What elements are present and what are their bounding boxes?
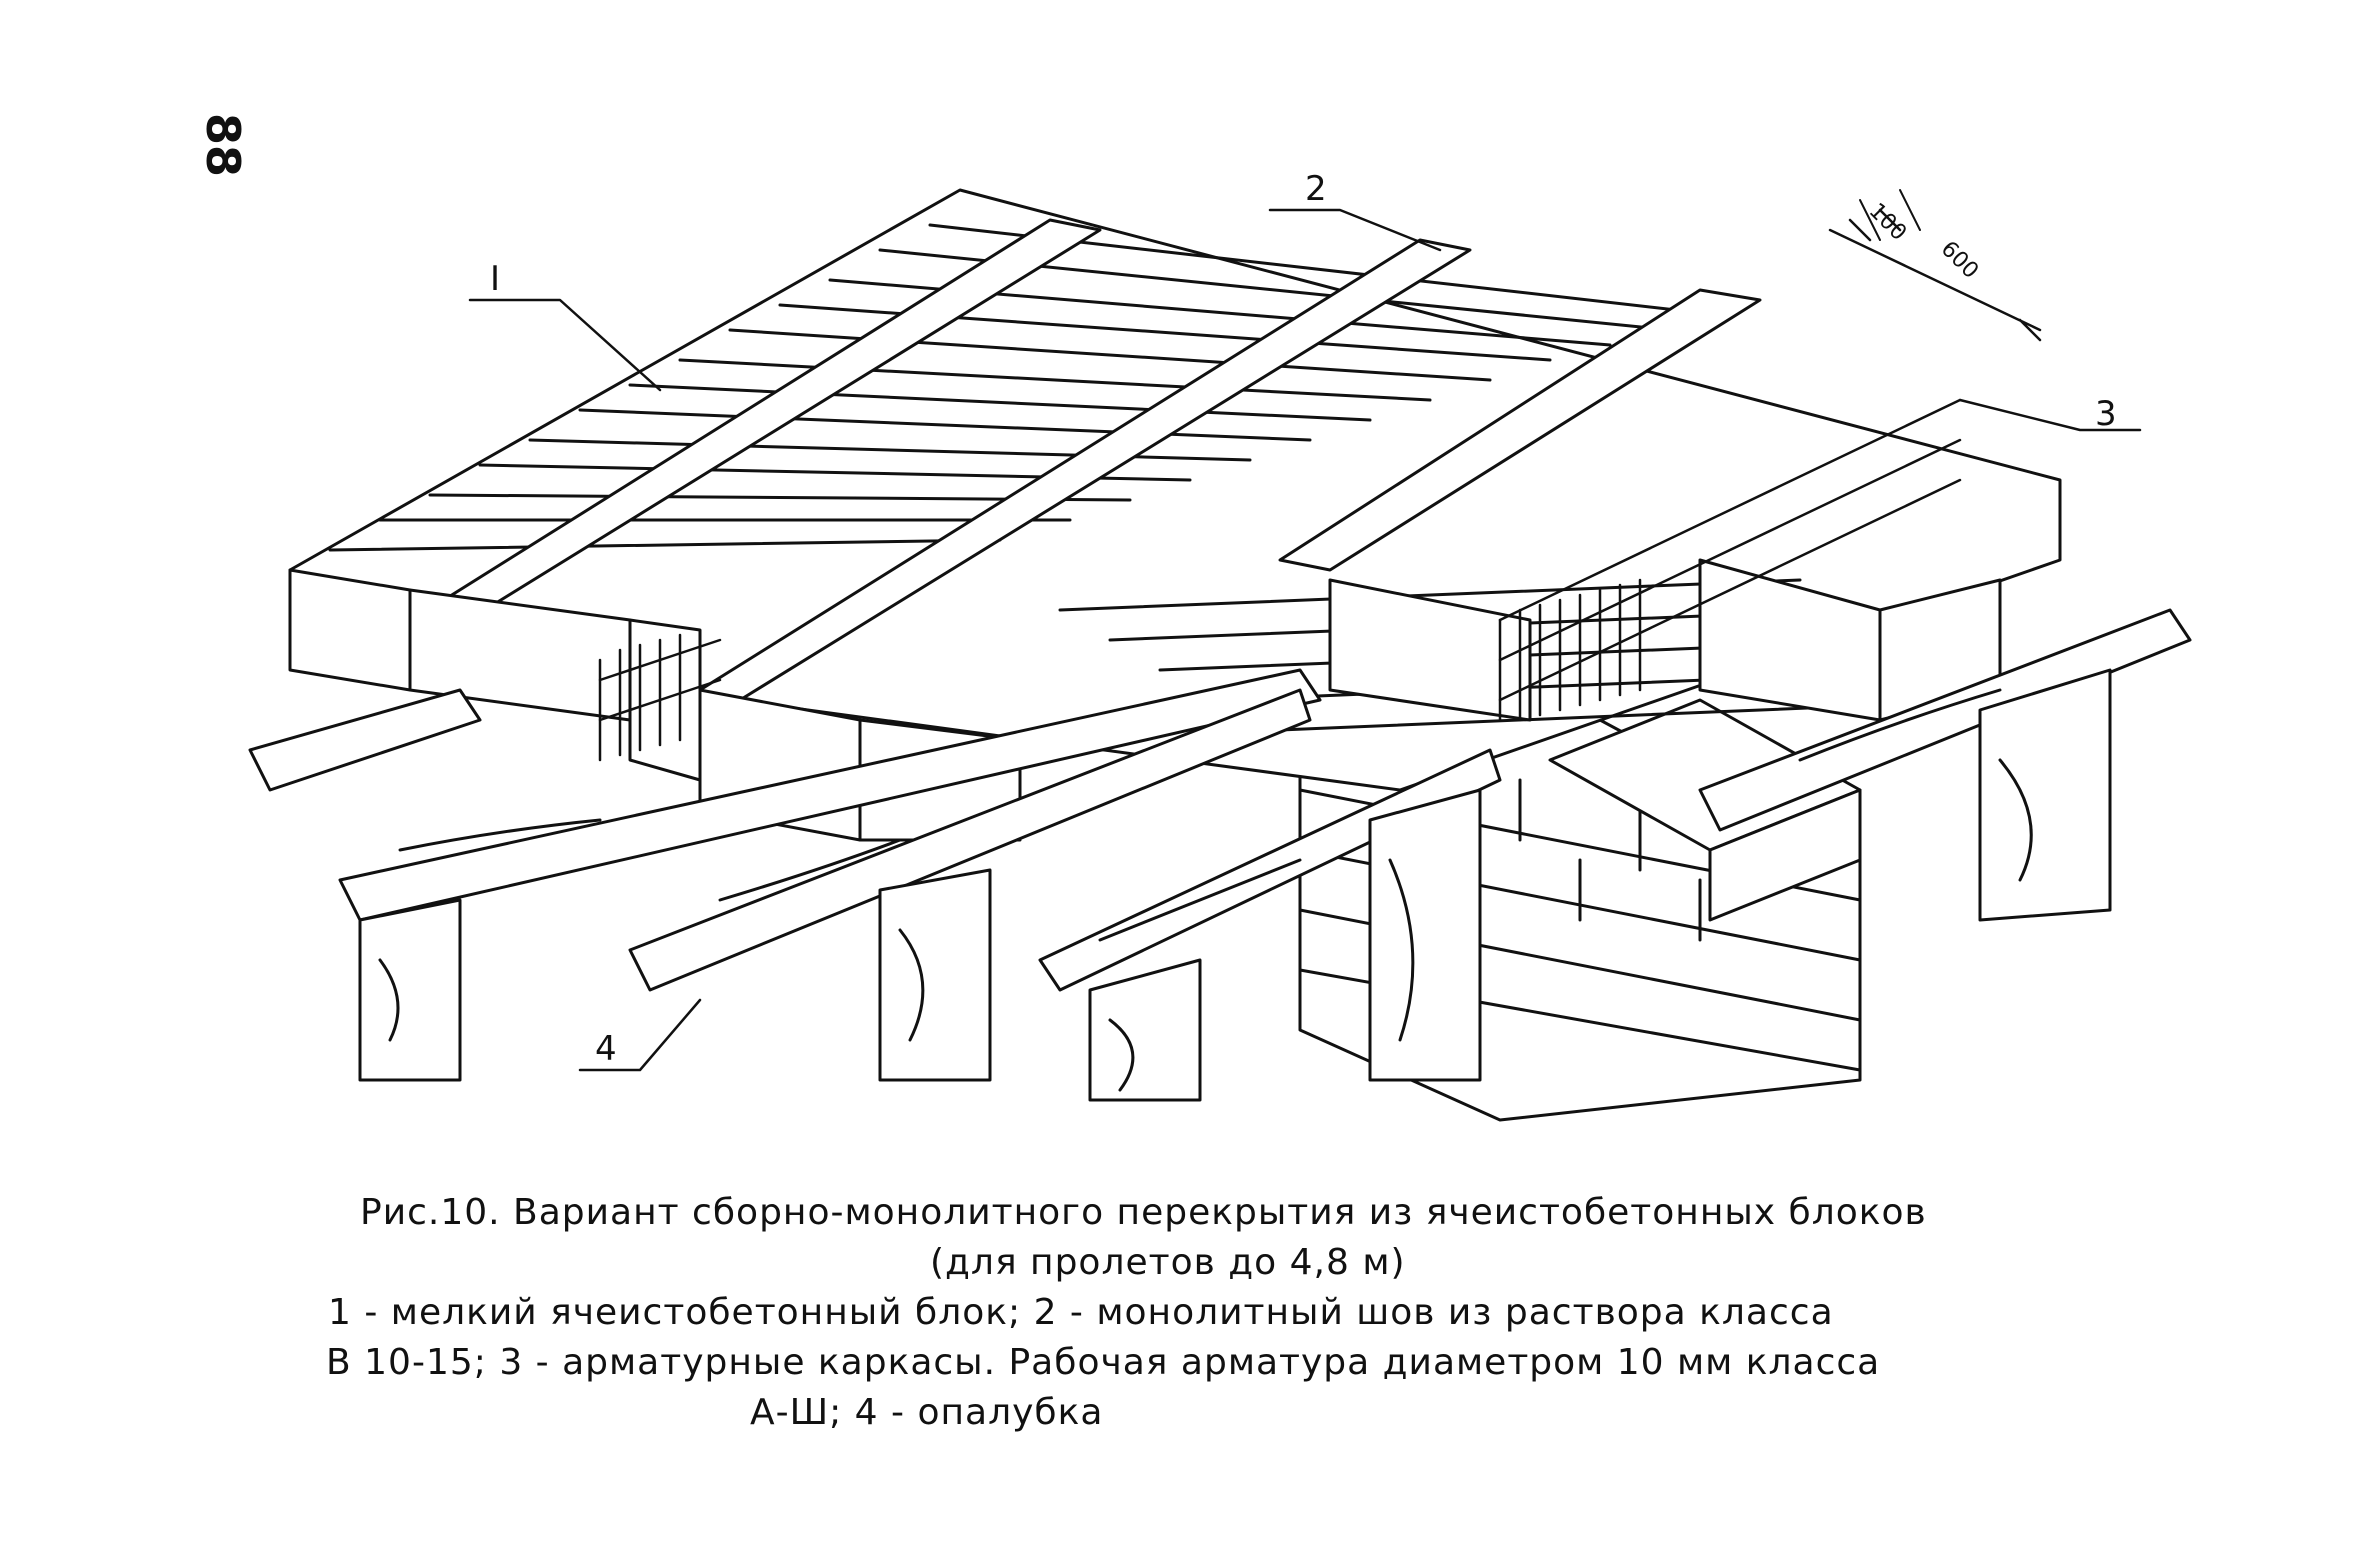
reinforcement-cages xyxy=(598,398,1962,762)
label-formwork: 4 xyxy=(595,1029,617,1069)
caption-title: Рис.10. Вариант сборно-монолитного перек… xyxy=(360,1192,1927,1233)
drawing-lines xyxy=(248,188,2192,1122)
label-block: I xyxy=(490,259,500,299)
dimension-lines xyxy=(1859,189,1921,241)
caption-legend-line-2: В 10-15; 3 - арматурные каркасы. Рабочая… xyxy=(326,1342,1881,1383)
caption-legend-line-3: А-Ш; 4 - опалубка xyxy=(750,1392,1104,1433)
caption-legend-line-1: 1 - мелкий ячеистобетонный блок; 2 - мон… xyxy=(328,1292,1834,1333)
dimension-100: 100 xyxy=(1864,199,1911,246)
formwork-boards xyxy=(248,608,2192,992)
caption-subtitle: (для пролетов до 4,8 м) xyxy=(930,1242,1406,1283)
figure-caption: Рис.10. Вариант сборно-монолитного перек… xyxy=(300,1188,2180,1438)
props xyxy=(358,668,2112,1102)
floor-slab-drawing: I 2 3 4 100 600 xyxy=(248,169,2192,1122)
dimension-600: 600 xyxy=(1936,237,1983,284)
label-seam: 2 xyxy=(1305,169,1327,209)
monolithic-seams xyxy=(378,218,1762,702)
label-frames: 3 xyxy=(2095,394,2117,434)
leader-lines xyxy=(468,208,2142,1072)
